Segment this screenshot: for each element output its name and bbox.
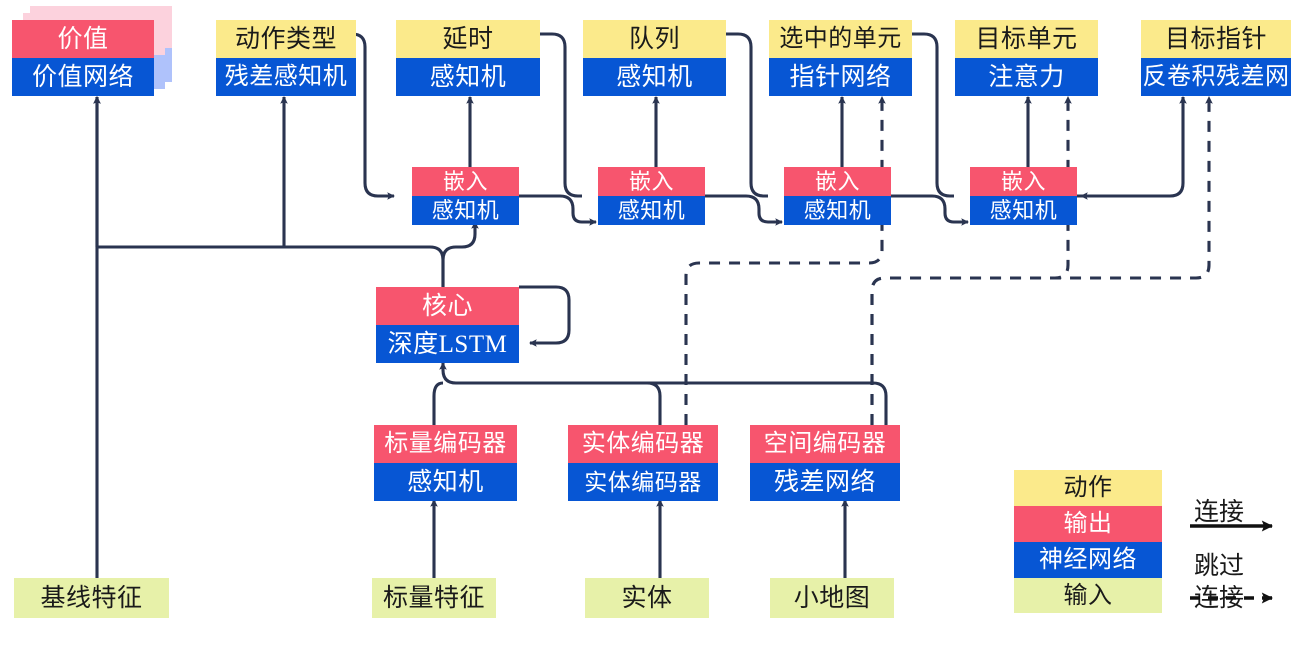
node-delay-action-band: 延时	[396, 20, 540, 58]
node-action-type-network-band: 残差感知机	[216, 58, 356, 96]
node-target-point-action-band: 目标指针	[1141, 20, 1291, 58]
node-target-unit[interactable]: 目标单元 注意力	[955, 20, 1098, 96]
node-delay[interactable]: 延时 感知机	[396, 20, 540, 96]
node-embed-4-network-band: 感知机	[970, 196, 1077, 225]
legend-swatch-input: 输入	[1014, 578, 1162, 613]
node-embed-1-network-band: 感知机	[412, 196, 519, 225]
node-queue-network-band: 感知机	[583, 58, 726, 96]
node-target-point-network-band: 反卷积残差网	[1141, 58, 1291, 96]
node-entity-encoder-network-band: 实体编码器	[568, 463, 718, 501]
input-entities-label: 实体	[585, 578, 709, 618]
node-spatial-encoder-output-band: 空间编码器	[750, 425, 900, 463]
legend-swatches: 动作 输出 神经网络 输入	[1014, 470, 1162, 613]
node-embed-4-output-band: 嵌入	[970, 167, 1077, 196]
legend-connection-label: 连接	[1194, 499, 1245, 526]
node-spatial-encoder[interactable]: 空间编码器 残差网络	[750, 425, 900, 501]
node-target-unit-action-band: 目标单元	[955, 20, 1098, 58]
legend-swatch-output: 输出	[1014, 506, 1162, 542]
node-spatial-encoder-network-band: 残差网络	[750, 463, 900, 501]
node-embed-4[interactable]: 嵌入 感知机	[970, 167, 1077, 225]
node-embed-3-network-band: 感知机	[784, 196, 891, 225]
legend-swatch-action: 动作	[1014, 470, 1162, 506]
legend-skip-label-line1: 跳过	[1194, 553, 1245, 580]
node-core-network-band: 深度LSTM	[376, 325, 519, 363]
node-core-output-band: 核心	[376, 287, 519, 325]
node-action-type[interactable]: 动作类型 残差感知机	[216, 20, 356, 96]
input-baseline-features-label: 基线特征	[14, 578, 169, 618]
node-embed-3-output-band: 嵌入	[784, 167, 891, 196]
node-scalar-encoder-network-band: 感知机	[374, 463, 517, 501]
node-embed-2-output-band: 嵌入	[598, 167, 705, 196]
node-embed-2[interactable]: 嵌入 感知机	[598, 167, 705, 225]
node-delay-network-band: 感知机	[396, 58, 540, 96]
node-queue[interactable]: 队列 感知机	[583, 20, 726, 96]
node-action-type-action-band: 动作类型	[216, 20, 356, 58]
node-target-point[interactable]: 目标指针 反卷积残差网	[1141, 20, 1291, 96]
node-scalar-encoder-output-band: 标量编码器	[374, 425, 517, 463]
node-core[interactable]: 核心 深度LSTM	[376, 287, 519, 363]
node-embed-3[interactable]: 嵌入 感知机	[784, 167, 891, 225]
node-value[interactable]: 价值 价值网络	[12, 20, 154, 96]
input-scalar-features[interactable]: 标量特征	[372, 578, 496, 618]
node-embed-2-network-band: 感知机	[598, 196, 705, 225]
node-embed-1-output-band: 嵌入	[412, 167, 519, 196]
input-entities[interactable]: 实体	[585, 578, 709, 618]
node-selected-units[interactable]: 选中的单元 指针网络	[769, 20, 912, 96]
node-value-network-band: 价值网络	[12, 58, 154, 96]
node-selected-units-network-band: 指针网络	[769, 58, 912, 96]
node-queue-action-band: 队列	[583, 20, 726, 58]
input-minimap-label: 小地图	[770, 578, 894, 618]
node-value-output-band: 价值	[12, 20, 154, 58]
node-entity-encoder-output-band: 实体编码器	[568, 425, 718, 463]
node-scalar-encoder[interactable]: 标量编码器 感知机	[374, 425, 517, 501]
input-scalar-features-label: 标量特征	[372, 578, 496, 618]
node-selected-units-action-band: 选中的单元	[769, 20, 912, 58]
input-minimap[interactable]: 小地图	[770, 578, 894, 618]
input-baseline-features[interactable]: 基线特征	[14, 578, 169, 618]
node-embed-1[interactable]: 嵌入 感知机	[412, 167, 519, 225]
node-entity-encoder[interactable]: 实体编码器 实体编码器	[568, 425, 718, 501]
node-target-unit-network-band: 注意力	[955, 58, 1098, 96]
legend-swatch-network: 神经网络	[1014, 542, 1162, 578]
